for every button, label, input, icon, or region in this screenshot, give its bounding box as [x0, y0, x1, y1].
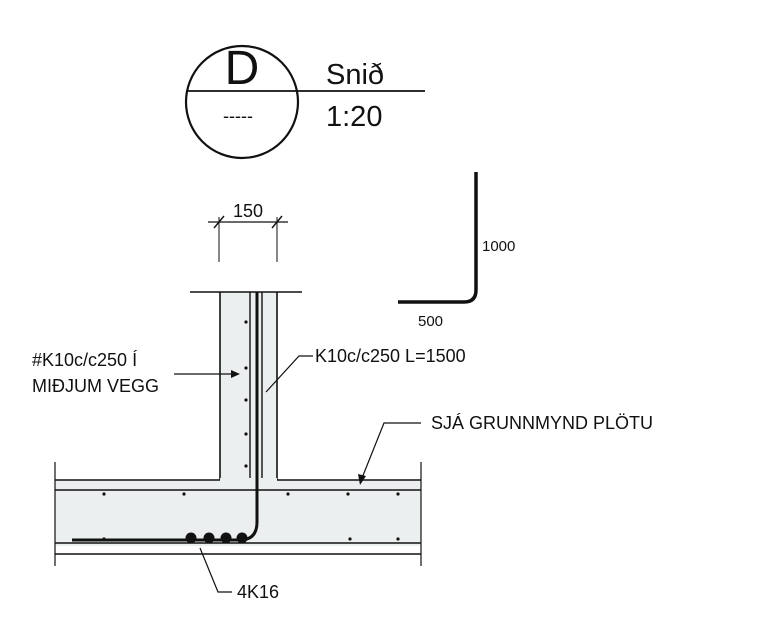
slab-bottom-bar	[348, 537, 352, 541]
wall-horizontal-bar	[244, 366, 248, 370]
bottom-bars-note: 4K16	[237, 582, 279, 602]
slab-bottom-bar	[396, 537, 400, 541]
bar-shape	[398, 172, 478, 304]
dim-tick-left	[213, 215, 225, 229]
annotations: #K10c/c250 Í MIÐJUM VEGG K10c/c250 L=150…	[32, 346, 653, 602]
mesh-note-arrow	[231, 370, 240, 378]
slab-top-bar	[182, 492, 186, 496]
section-scale: 1:20	[326, 101, 382, 133]
slab-reference-note: SJÁ GRUNNMYND PLÖTU	[431, 413, 653, 433]
slab-top-bar	[286, 492, 290, 496]
bar-shape-diagram: 1000 500	[398, 172, 515, 330]
bottom-bars-leader	[199, 547, 232, 593]
dim-tick-right	[271, 215, 283, 229]
slab-top-bar	[102, 492, 106, 496]
mesh-note-line2: MIÐJUM VEGG	[32, 376, 159, 396]
k16-bar	[203, 532, 215, 544]
slab-top-bar	[396, 492, 400, 496]
k16-bar	[185, 532, 197, 544]
starter-bar	[200, 292, 259, 542]
wall-width-dimension: 150	[208, 201, 288, 262]
starter-bar-leader	[265, 355, 313, 393]
horizontal-leg-length: 500	[418, 313, 443, 330]
starter-bar-note: K10c/c250 L=1500	[315, 346, 466, 366]
mesh-note-line1: #K10c/c250 Í	[32, 350, 137, 370]
concrete-slab	[54, 462, 422, 566]
concrete-wall	[190, 291, 302, 480]
section-title: Snið	[326, 59, 384, 91]
wall-horizontal-bar	[244, 464, 248, 468]
wall-horizontal-bar	[244, 432, 248, 436]
detail-marker-circle	[184, 44, 300, 160]
slab-reference-leader	[361, 422, 421, 479]
wall-fill	[220, 292, 277, 480]
slab-top-bar	[346, 492, 350, 496]
wall-slab-joint-fill	[220, 478, 277, 484]
wall-width-label: 150	[233, 201, 263, 221]
wall-horizontal-bar	[244, 398, 248, 402]
k16-bar	[220, 532, 232, 544]
wall-horizontal-bar	[244, 320, 248, 324]
slab-reference-arrow	[358, 474, 366, 485]
detail-sheet-ref: -----	[223, 106, 253, 126]
detail-marker: D -----	[184, 42, 425, 160]
vertical-leg-length: 1000	[482, 238, 515, 255]
detail-letter: D	[225, 42, 260, 95]
